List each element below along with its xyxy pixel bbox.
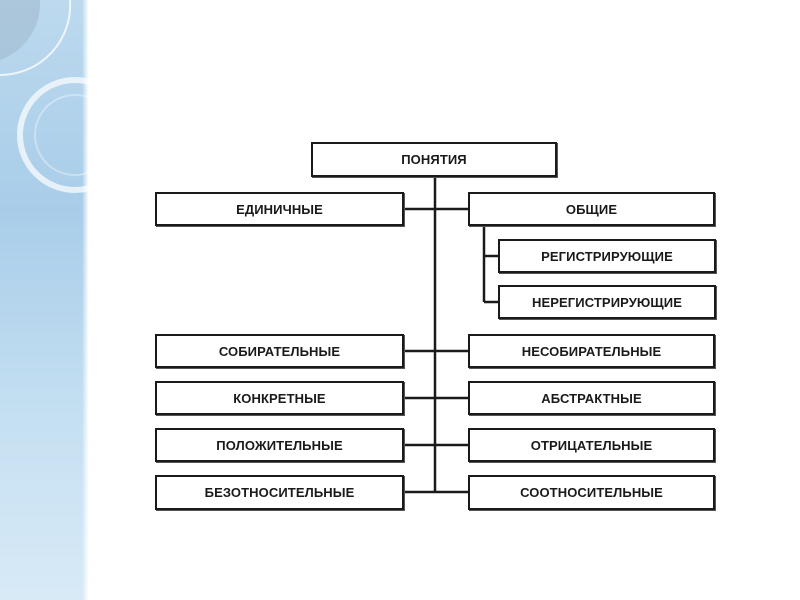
node-concrete: КОНКРЕТНЫЕ	[155, 381, 404, 415]
node-relative: СООТНОСИТЕЛЬНЫЕ	[468, 475, 715, 510]
node-positive: ПОЛОЖИТЕЛЬНЫЕ	[155, 428, 404, 462]
node-singular: ЕДИНИЧНЫЕ	[155, 192, 404, 226]
node-general: ОБЩИЕ	[468, 192, 715, 226]
decorative-side-band	[0, 0, 88, 600]
node-collective: СОБИРАТЕЛЬНЫЕ	[155, 334, 404, 368]
node-non-relative: БЕЗОТНОСИТЕЛЬНЫЕ	[155, 475, 404, 510]
node-non-collective: НЕСОБИРАТЕЛЬНЫЕ	[468, 334, 715, 368]
node-negative: ОТРИЦАТЕЛЬНЫЕ	[468, 428, 715, 462]
node-abstract: АБСТРАКТНЫЕ	[468, 381, 715, 415]
node-registering: РЕГИСТРИРУЮЩИЕ	[498, 239, 716, 273]
node-root: ПОНЯТИЯ	[311, 142, 557, 177]
decorative-circles	[0, 0, 88, 193]
node-non-registering: НЕРЕГИСТРИРУЮЩИЕ	[498, 285, 716, 319]
